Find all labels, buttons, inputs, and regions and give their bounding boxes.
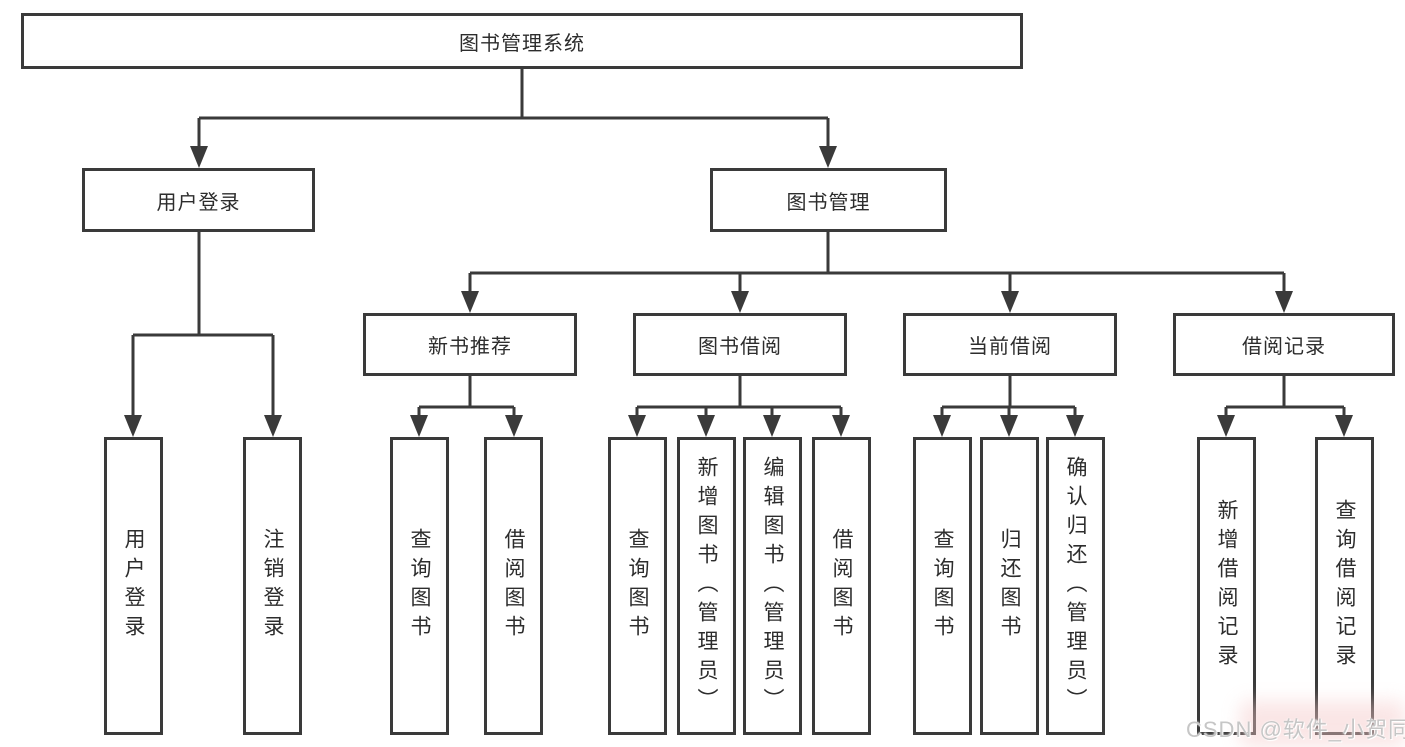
node-book-borrow: 图书借阅	[633, 313, 847, 376]
arrow-down-icon	[1066, 415, 1084, 437]
node-leaf-edit-book-admin: 编辑图书（管理员）	[743, 437, 802, 735]
node-label: 归还图书	[998, 528, 1021, 644]
arrow-down-icon	[505, 415, 523, 437]
node-leaf-borrow-book-recommend: 借阅图书	[484, 437, 543, 735]
node-leaf-borrow-book: 借阅图书	[812, 437, 871, 735]
node-leaf-query-borrow-record: 查询借阅记录	[1315, 437, 1374, 735]
node-root: 图书管理系统	[21, 13, 1023, 69]
node-new-book-recommend: 新书推荐	[363, 313, 577, 376]
node-label: 确认归还（管理员）	[1064, 455, 1087, 717]
node-borrow-record: 借阅记录	[1173, 313, 1395, 376]
arrow-down-icon	[410, 415, 428, 437]
node-leaf-add-book-admin: 新增图书（管理员）	[677, 437, 736, 735]
node-label: 图书借阅	[698, 336, 782, 358]
arrow-down-icon	[264, 415, 282, 437]
node-leaf-query-book-recommend: 查询图书	[390, 437, 449, 735]
arrow-down-icon	[124, 415, 142, 437]
node-leaf-query-book-borrow: 查询图书	[608, 437, 667, 735]
node-label: 用户登录	[156, 191, 241, 214]
arrow-down-icon	[819, 146, 837, 168]
node-leaf-confirm-return-admin: 确认归还（管理员）	[1046, 437, 1105, 735]
node-label: 借阅图书	[502, 528, 525, 644]
arrow-down-icon	[832, 415, 850, 437]
arrow-down-icon	[1335, 415, 1353, 437]
node-leaf-user-login: 用户登录	[104, 437, 163, 735]
node-label: 查询图书	[408, 528, 431, 644]
node-label: 当前借阅	[968, 336, 1052, 358]
node-leaf-add-borrow-record: 新增借阅记录	[1197, 437, 1256, 735]
node-label: 借阅记录	[1242, 336, 1326, 358]
node-label: 借阅图书	[830, 528, 853, 644]
arrow-down-icon	[628, 415, 646, 437]
node-leaf-logout: 注销登录	[243, 437, 302, 735]
arrow-down-icon	[731, 291, 749, 313]
node-leaf-return-book: 归还图书	[980, 437, 1039, 735]
arrow-down-icon	[1000, 415, 1018, 437]
node-user-login: 用户登录	[82, 168, 315, 232]
node-label: 查询借阅记录	[1333, 499, 1356, 673]
arrow-down-icon	[697, 415, 715, 437]
node-label: 查询图书	[626, 528, 649, 644]
arrow-down-icon	[933, 415, 951, 437]
node-book-management: 图书管理	[710, 168, 947, 232]
node-current-borrow: 当前借阅	[903, 313, 1117, 376]
node-label: 新增借阅记录	[1215, 499, 1238, 673]
csdn-watermark: CSDN @软件_小贺同学	[1186, 717, 1405, 742]
node-label: 注销登录	[261, 528, 284, 644]
arrow-down-icon	[1001, 291, 1019, 313]
node-label: 编辑图书（管理员）	[761, 455, 784, 717]
arrow-down-icon	[461, 291, 479, 313]
arrow-down-icon	[763, 415, 781, 437]
node-leaf-query-book-current: 查询图书	[913, 437, 972, 735]
node-label: 新书推荐	[428, 336, 512, 358]
arrow-down-icon	[190, 146, 208, 168]
arrow-down-icon	[1275, 291, 1293, 313]
node-label: 用户登录	[122, 528, 145, 644]
node-label: 新增图书（管理员）	[695, 455, 718, 717]
node-label: 查询图书	[931, 528, 954, 644]
node-label: 图书管理	[786, 191, 871, 214]
arrow-down-icon	[1217, 415, 1235, 437]
node-label: 图书管理系统	[459, 32, 585, 55]
